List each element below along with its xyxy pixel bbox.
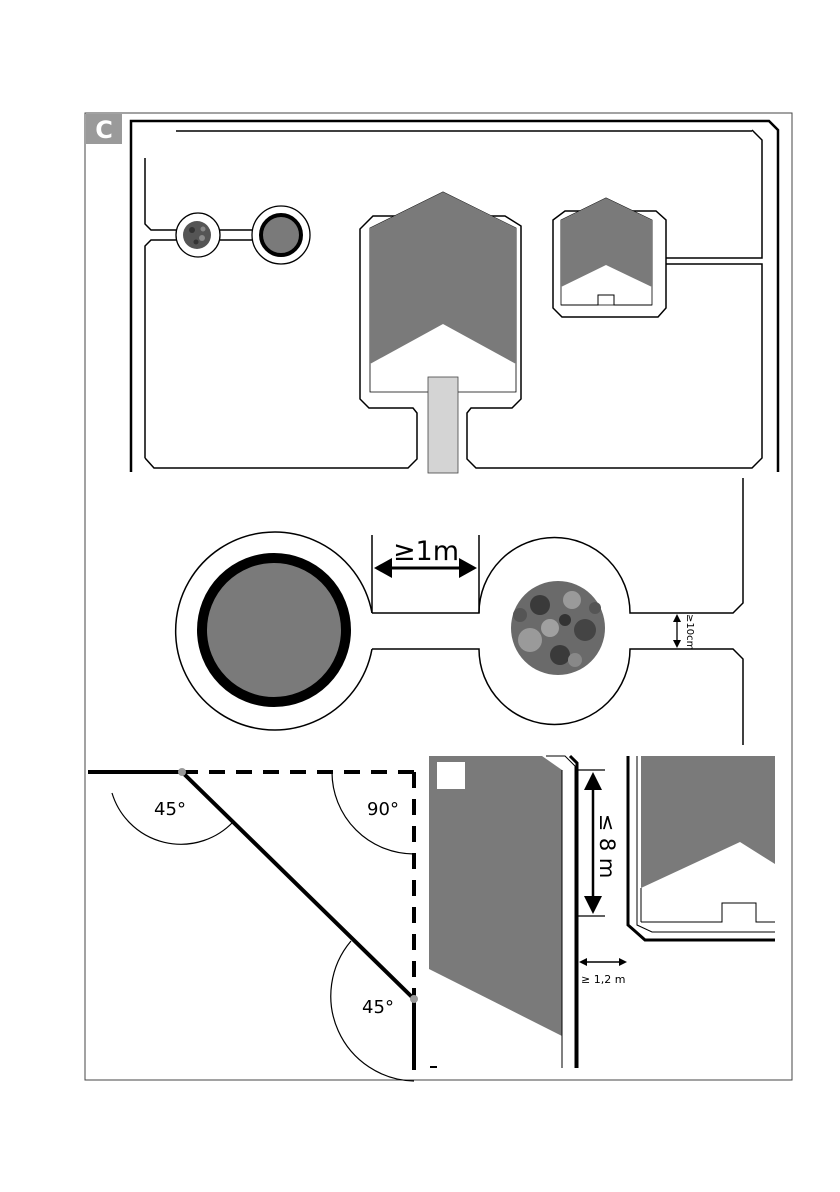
pond-icon (261, 215, 301, 255)
angle-bottom-label: 45° (362, 997, 394, 1018)
detail-narrow-passage: ≥1m ≥10cm (176, 478, 743, 745)
house-main (370, 192, 516, 392)
pond-detail-icon (202, 558, 346, 702)
section-badge: C (86, 114, 122, 144)
detail-corner-angles: 45° 90° 45° (88, 768, 418, 1081)
garden-plan (131, 121, 778, 473)
min-width-label: ≥1m (393, 536, 459, 567)
angle-top-label: 45° (154, 799, 186, 820)
section-badge-letter: C (95, 116, 113, 144)
wire-gap-label: ≥10cm (684, 614, 695, 650)
wall-wire (570, 756, 577, 1068)
min-distance-label: ≥ 1,2 m (581, 973, 625, 986)
driveway (428, 377, 458, 473)
bush-detail-icon (511, 581, 605, 675)
max-length-label: ≤ 8 m (595, 814, 619, 879)
building-right (641, 756, 775, 888)
house-garage (553, 198, 666, 317)
building-window (437, 762, 465, 789)
bush-icon (183, 221, 211, 249)
angle-right-label: 90° (367, 799, 399, 820)
detail-wall-distance: ≤ 8 m ≥ 1,2 m (429, 756, 775, 1068)
